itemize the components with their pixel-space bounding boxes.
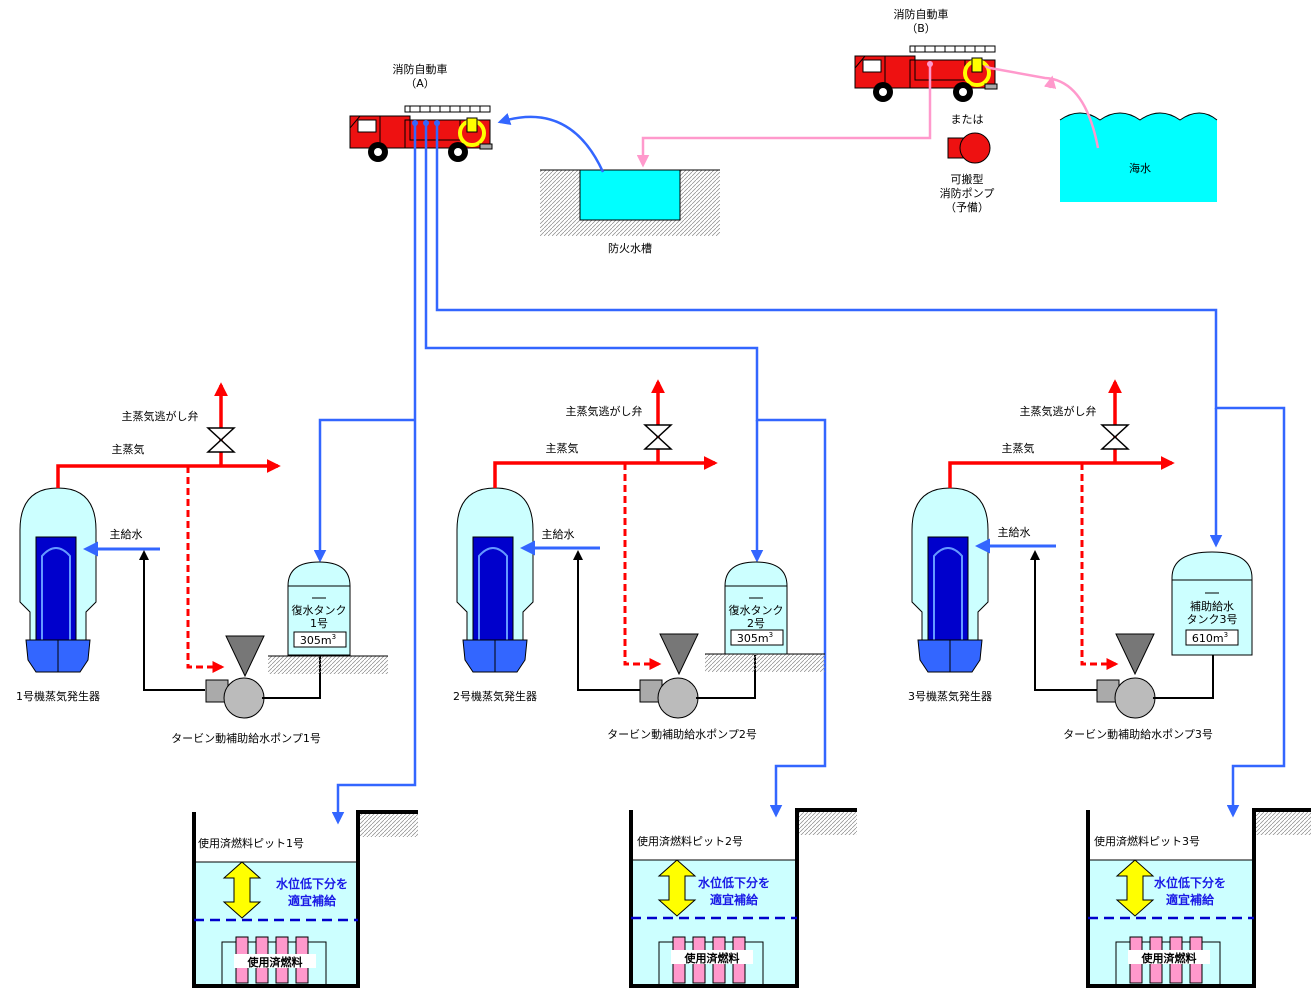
fuel-label-1: 使用済燃料 [247,955,303,969]
spent-fuel-pit-1 [192,810,418,988]
aux-pump-3 [1096,633,1156,719]
steam-generator-1 [19,487,97,673]
main-steam-label-1: 主蒸気 [112,442,145,456]
main-steam-label-3: 主蒸気 [1002,441,1035,455]
makeup-line1-3: 水位低下分を [1154,875,1226,890]
truck-b-to-cistern-line [636,64,932,168]
makeup-line2-3: 適宜補給 [1166,892,1215,907]
portable-pump-line1: 可搬型 [951,172,984,186]
tank-line1-1: 復水タンク [292,604,347,617]
pump-label-3: タービン動補助給水ポンプ3号 [1063,727,1213,741]
cistern-to-truck-line [497,113,605,173]
relief-valve-3 [1100,424,1130,450]
fire-truck-b-sub: （B） [906,22,936,35]
spent-fuel-pit-2 [629,808,857,988]
line-to-pit-2 [424,123,827,818]
tank-line2-3: タンク3号 [1187,613,1238,626]
condensate-tank-2 [724,561,788,655]
fire-truck-a-sub: （A） [405,77,435,90]
portable-pump-line3: （予備） [945,201,989,214]
pump-label-1: タービン動補助給水ポンプ1号 [171,731,321,745]
relief-valve-2 [643,424,673,450]
fuel-label-2: 使用済燃料 [684,951,740,965]
pump-label-2: タービン動補助給水ポンプ2号 [607,727,757,741]
feedwater-label-1: 主給水 [110,527,143,541]
seawater-label: 海水 [1129,161,1151,175]
portable-pump-or: または [951,113,984,126]
fire-truck-a [348,104,494,164]
aux-pump-2 [639,633,699,719]
fire-truck-b-title: 消防自動車 [894,7,949,21]
makeup-line1-2: 水位低下分を [698,875,770,890]
steam-generator-2 [456,487,534,673]
relief-valve-label-3: 主蒸気逃がし弁 [1020,404,1097,418]
fire-cistern-label: 防火水槽 [608,241,652,255]
steam-generator-3 [911,487,989,673]
tank-vol-1: 305m3 [300,633,336,647]
main-steam-line-2 [493,456,718,488]
aux-feedwater-tank-3 [1171,551,1253,656]
makeup-line1-1: 水位低下分を [276,876,348,891]
aux-pump-1 [205,635,265,719]
tank-line2-2: 2号 [747,617,765,630]
pit-label-3: 使用済燃料ピット3号 [1094,834,1200,848]
main-steam-line-3 [948,456,1175,488]
relief-valve-label-1: 主蒸気逃がし弁 [122,409,199,423]
pit-label-2: 使用済燃料ピット2号 [637,834,743,848]
feedwater-label-2: 主給水 [542,527,575,541]
line-to-pit-3 [435,123,1286,818]
unit-3 [911,379,1311,988]
fire-cistern [540,169,720,236]
pit-label-1: 使用済燃料ピット1号 [198,836,304,850]
fuel-label-3: 使用済燃料 [1141,951,1197,965]
seawater [1059,112,1218,202]
main-steam-line-1 [56,459,281,488]
feedwater-label-3: 主給水 [998,525,1031,539]
portable-pump-line2: 消防ポンプ [940,186,995,200]
tank-line1-3: 補助給水 [1190,599,1234,613]
tank-line2-1: 1号 [310,617,328,630]
line-to-tank-1 [313,418,415,563]
makeup-line2-1: 適宜補給 [288,893,337,908]
tank-line1-2: 復水タンク [729,604,784,617]
makeup-line2-2: 適宜補給 [710,892,759,907]
unit-2 [456,379,857,988]
relief-valve-1 [206,427,236,453]
relief-valve-label-2: 主蒸気逃がし弁 [566,404,643,418]
condensate-tank-1 [287,561,351,656]
unit-1 [19,382,418,988]
line-to-pit-1 [331,123,417,825]
tank-vol-2: 305m3 [737,631,773,645]
tank-vol-3: 610m3 [1192,631,1228,645]
portable-pump [947,132,991,164]
fire-truck-b [853,44,999,104]
fire-truck-a-title: 消防自動車 [393,62,448,76]
main-steam-label-2: 主蒸気 [546,441,579,455]
spent-fuel-pit-3 [1086,808,1311,988]
sg-label-2: 2号機蒸気発生器 [453,689,537,703]
sg-label-3: 3号機蒸気発生器 [908,689,992,703]
sg-label-1: 1号機蒸気発生器 [16,689,100,703]
